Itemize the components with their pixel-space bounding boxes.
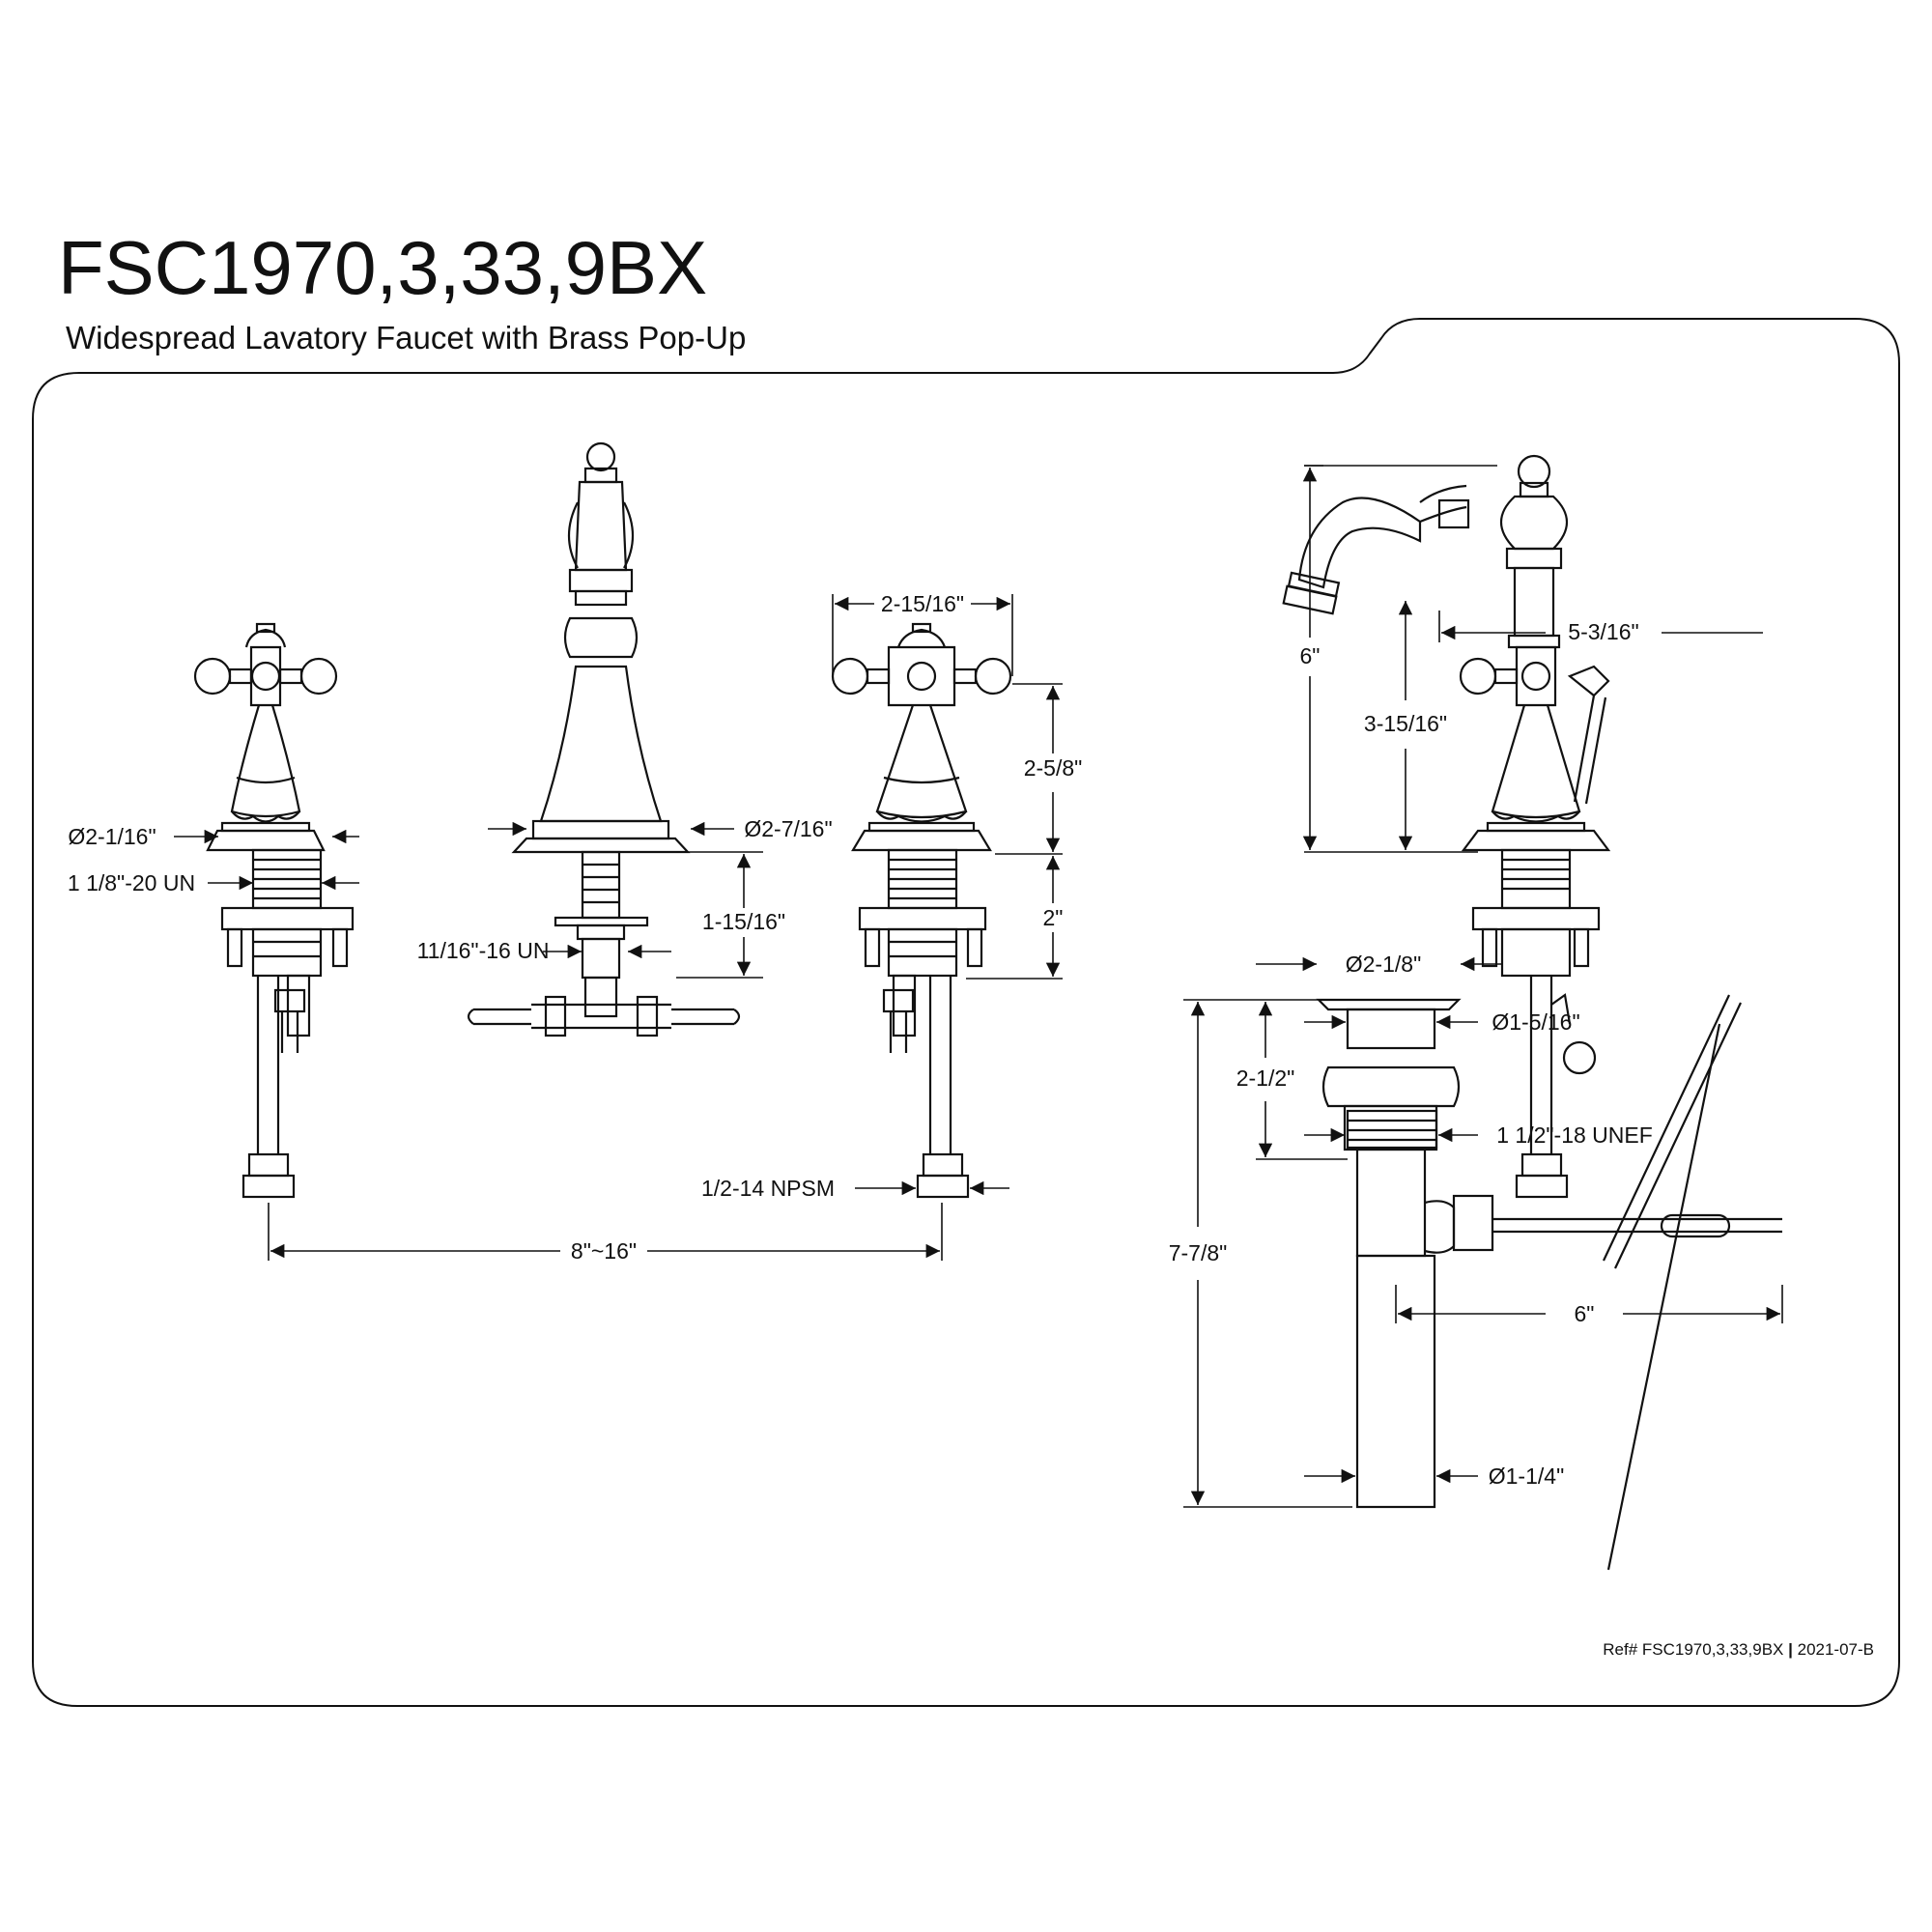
dim-spread: 8"~16" (571, 1238, 637, 1264)
footer-separator: | (1788, 1640, 1793, 1659)
dim-handle-width: 2-15/16" (881, 591, 964, 616)
dim-supply-thread: 1/2-14 NPSM (701, 1176, 835, 1201)
dim-handle-thread: 1 1/8"-20 UN (68, 870, 195, 895)
right-handle-valve (831, 622, 1012, 1199)
pop-up-drain (1316, 998, 1782, 1509)
dim-handle-height: 2-5/8" (1024, 755, 1083, 781)
dim-spout-thread: 11/16"-16 UN (417, 938, 550, 963)
dim-drain-top-height: 2-1/2" (1236, 1065, 1295, 1091)
dim-handle-shank: 2" (1043, 905, 1064, 930)
left-handle-valve (193, 622, 355, 1199)
revision-code: 2021-07-B (1797, 1640, 1874, 1659)
dim-spout-shank-length: 1-15/16" (702, 909, 785, 934)
dim-spout-height: 6" (1300, 643, 1321, 668)
dim-drain-flange-dia: Ø2-1/8" (1346, 952, 1421, 977)
dim-spout-reach: 5-3/16" (1568, 619, 1638, 644)
dim-aerator-height: 3-15/16" (1364, 711, 1447, 736)
dim-handle-flange-dia: Ø2-1/16" (68, 824, 156, 849)
drawing-frame (32, 318, 1900, 1707)
side-view-faucet (1282, 454, 1742, 1571)
model-title: FSC1970,3,33,9BX (58, 225, 708, 310)
dim-pivot-rod-length: 6" (1575, 1301, 1595, 1326)
product-subtitle: Widespread Lavatory Faucet with Brass Po… (66, 320, 747, 355)
dim-drain-total-length: 7-7/8" (1169, 1240, 1228, 1265)
dim-spout-base-dia: Ø2-7/16" (744, 816, 832, 841)
dim-drain-body-dia: Ø1-5/16" (1492, 1009, 1579, 1035)
dim-tailpiece-dia: Ø1-1/4" (1489, 1463, 1564, 1489)
reference-footer: Ref# FSC1970,3,33,9BX | 2021-07-B (1603, 1640, 1874, 1660)
reference-number: Ref# FSC1970,3,33,9BX (1603, 1640, 1784, 1659)
dim-drain-thread: 1 1/2"-18 UNEF (1496, 1122, 1653, 1148)
